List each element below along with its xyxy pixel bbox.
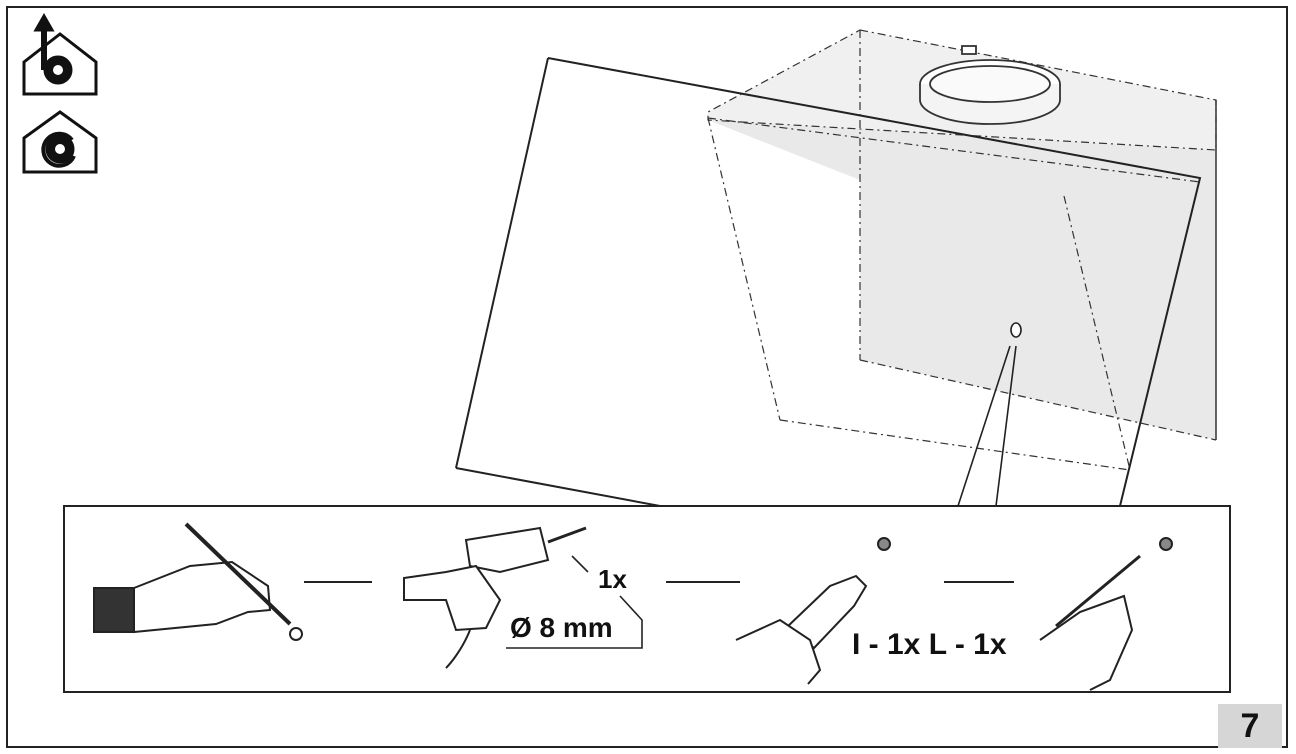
- glass-panel: [455, 57, 1202, 521]
- recirculation-icon: [22, 110, 98, 174]
- fixing-hole-marker: [957, 322, 1022, 507]
- motor-collar: [919, 45, 1061, 125]
- drill-quantity-label: 1x: [598, 564, 627, 594]
- marking-pencil-icon: [93, 522, 303, 641]
- wall-plug-icon: [735, 537, 891, 685]
- drill-icon: [403, 526, 587, 669]
- drill-diameter-label: Ø 8 mm: [510, 612, 613, 643]
- ducted-extraction-icon: [22, 12, 98, 96]
- fixings-label: I - 1x L - 1x: [852, 628, 1007, 661]
- page-number: 7: [1218, 704, 1282, 748]
- drill-dimension-lines: [506, 555, 643, 649]
- screw-icon: [1039, 537, 1173, 691]
